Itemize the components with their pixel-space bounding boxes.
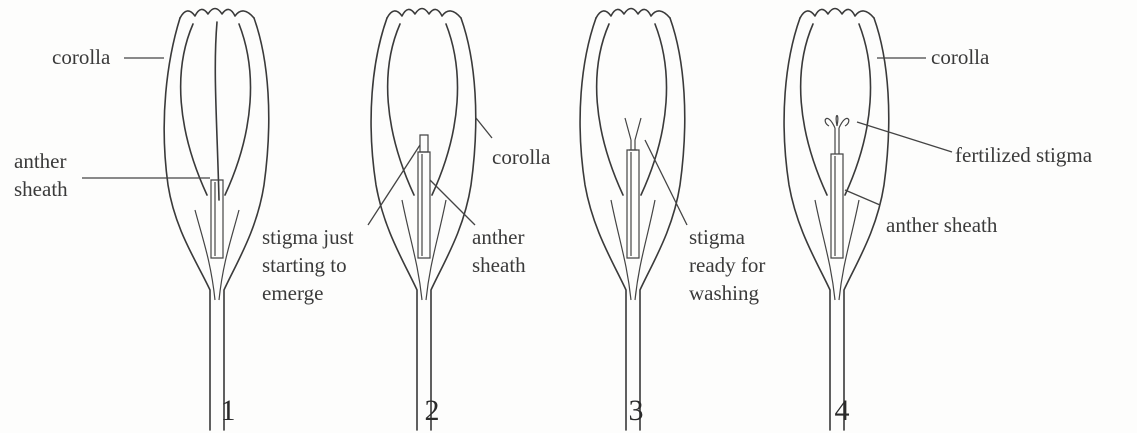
flower-2-anther-sheath: [418, 152, 430, 258]
flower-2-stigma-label-1: stigma just: [262, 225, 354, 249]
flower-2-corolla-label: corolla: [492, 145, 551, 169]
flower-1: [164, 9, 269, 431]
flower-1-outline: [164, 18, 269, 430]
flower-3-sheath-leaves: [611, 200, 655, 300]
flower-2-sheath-leaves: [402, 200, 446, 300]
flower-2-anther-label-2: sheath: [472, 253, 526, 277]
flower-4-fertilized-leader: [857, 122, 952, 152]
flower-4-anther-sheath: [831, 154, 843, 258]
flower-4-rim: [800, 9, 874, 19]
flower-2-corolla-leader: [476, 118, 492, 138]
flower-1-anther-sheath: [211, 180, 223, 258]
stage-number-4: 4: [835, 394, 850, 427]
stage-number-1: 1: [221, 394, 236, 427]
flower-1-corolla-label: corolla: [52, 45, 111, 69]
flower-1-anther-label-2: sheath: [14, 177, 68, 201]
flower-4-anther-leader: [845, 190, 880, 205]
flower-4-corolla-label: corolla: [931, 45, 990, 69]
flower-2-anther-label-1: anther: [472, 225, 524, 249]
flower-3-anther-sheath: [627, 150, 639, 258]
flower-3-outline: [580, 18, 685, 430]
flower-4-anther-label: anther sheath: [886, 213, 998, 237]
flower-1-sheath-leaves: [195, 210, 239, 300]
stage-number-3: 3: [629, 394, 644, 427]
flower-3-rim: [596, 9, 670, 19]
flower-1-rim: [180, 9, 254, 19]
flower-4-fertilized-label: fertilized stigma: [955, 143, 1093, 167]
flower-3-stigma-label-2: ready for: [689, 253, 765, 277]
flower-3-stigma-label-1: stigma: [689, 225, 746, 249]
flower-2-stigma-label-2: starting to: [262, 253, 347, 277]
stage-number-2: 2: [425, 394, 440, 427]
flower-4-fertilized-stigma: [825, 116, 849, 155]
flower-1-anther-label-1: anther: [14, 149, 66, 173]
flower-2-stigma-label-3: emerge: [262, 281, 323, 305]
flower-2: [371, 9, 476, 431]
flower-1-petal-inner: [181, 22, 251, 200]
flower-4-sheath-leaves: [815, 200, 859, 300]
flower-2-stigma: [420, 135, 428, 152]
flower-2-outline: [371, 18, 476, 430]
flower-2-rim: [387, 9, 461, 19]
flower-3-stigma: [625, 118, 641, 150]
flower-3-stigma-label-3: washing: [689, 281, 759, 305]
flower-3: [580, 9, 685, 431]
flower-4: [784, 9, 889, 431]
flower-4-outline: [784, 18, 889, 430]
